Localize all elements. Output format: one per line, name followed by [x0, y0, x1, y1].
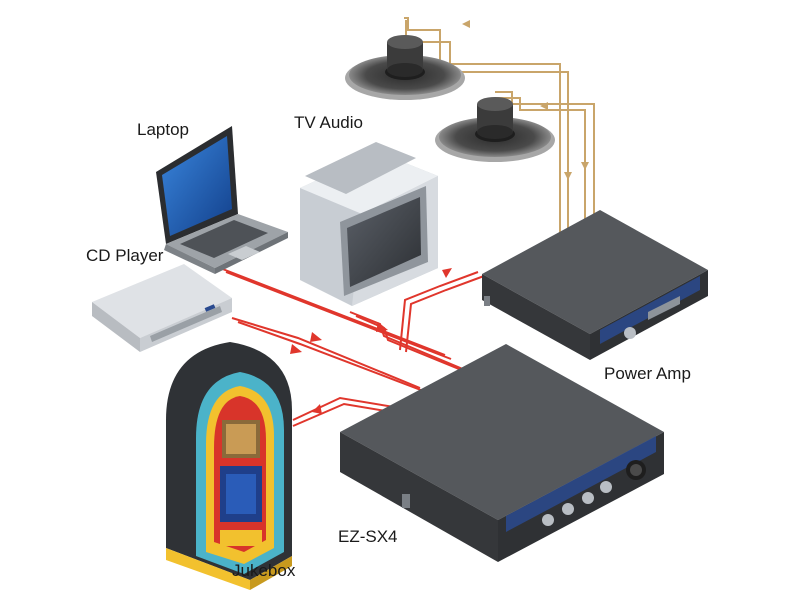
speaker-icon [345, 35, 465, 100]
label-mixer: EZ-SX4 [338, 527, 398, 546]
label-jukebox: Jukebox [232, 561, 296, 580]
speaker-arrow-2 [540, 102, 548, 110]
signal-cd [231, 317, 421, 389]
speaker-wire-arrows [462, 20, 589, 180]
label-power-amp: Power Amp [604, 364, 691, 383]
signal-to-amp [399, 271, 479, 351]
speaker-wire-1c [404, 17, 561, 240]
speaker-arrow-4 [581, 162, 589, 170]
speaker-arrow-3 [564, 172, 572, 180]
arrow-jukebox [312, 404, 322, 414]
laptop-icon [156, 126, 288, 274]
label-cd-player: CD Player [86, 246, 164, 265]
signal-arrows [290, 268, 452, 414]
cd-player-icon [92, 264, 232, 352]
label-tv-audio: TV Audio [294, 113, 363, 132]
mixer-icon [340, 344, 664, 562]
speaker-arrow-1 [462, 20, 470, 28]
power-amp-icon [482, 210, 708, 360]
arrow-to-amp [442, 268, 452, 278]
tv-icon [300, 142, 438, 306]
arrow-tv [376, 322, 388, 332]
jukebox-icon [166, 342, 292, 590]
arrow-laptop [310, 332, 322, 342]
signal-jukebox [292, 396, 401, 421]
label-laptop: Laptop [137, 120, 189, 139]
arrow-cd [290, 344, 302, 354]
speaker-icon [435, 97, 555, 162]
